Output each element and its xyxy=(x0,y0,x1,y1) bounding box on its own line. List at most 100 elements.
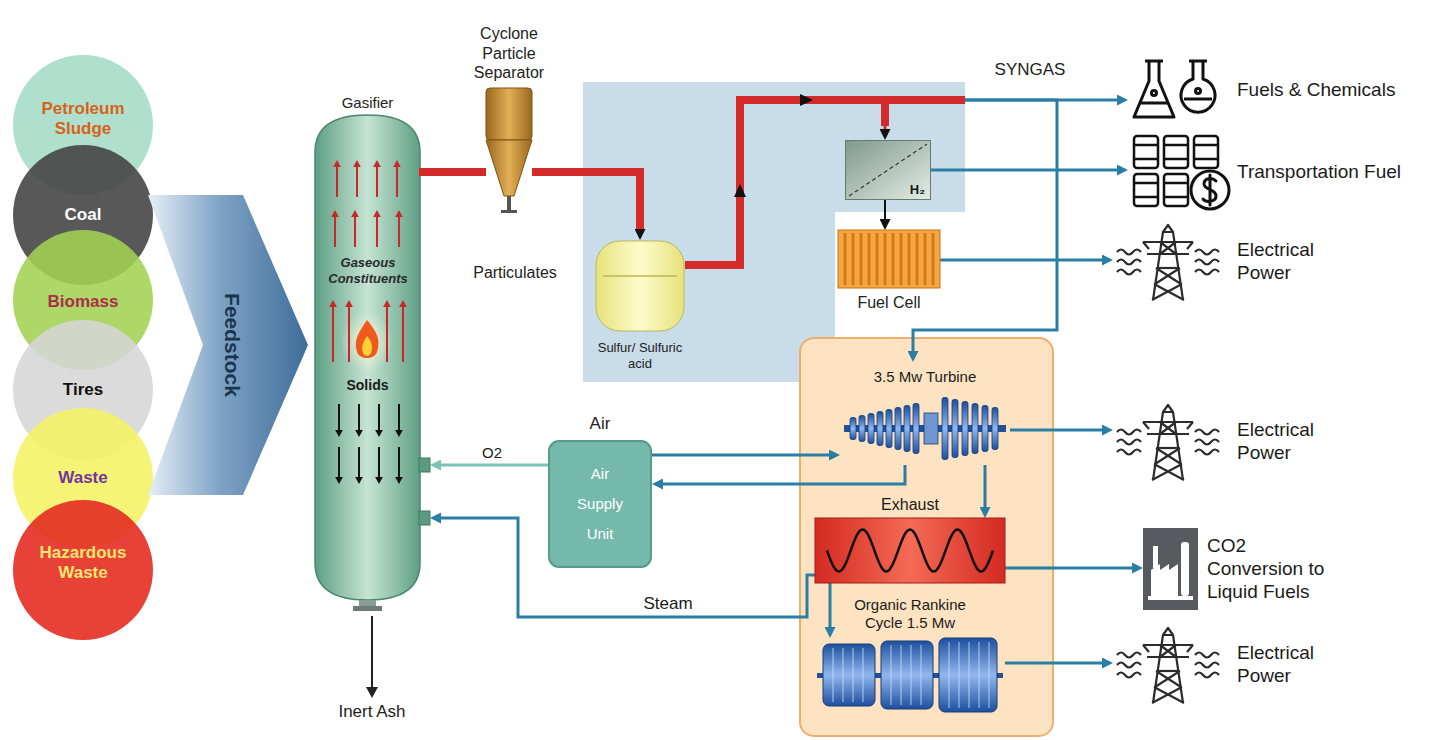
turbine-blade xyxy=(868,414,874,444)
flask-lines xyxy=(1134,61,1215,117)
feedstock-name: Coal xyxy=(23,205,143,225)
output-item: Electrical Power xyxy=(1113,625,1339,705)
turbine-blade xyxy=(859,416,865,442)
arrow-head xyxy=(395,430,403,437)
turbine-blade xyxy=(942,398,948,460)
arrow-head xyxy=(353,160,361,167)
arrow-head xyxy=(335,477,343,484)
fuel-cell-plate xyxy=(900,233,903,285)
sulfur-removal: Sulfur/ Sulfuric acid xyxy=(595,240,685,380)
tower-strut xyxy=(1157,267,1179,269)
tower-strut xyxy=(1155,448,1181,464)
tower-strut xyxy=(1143,421,1193,423)
combustor xyxy=(924,413,938,444)
fuel-barrels-icon xyxy=(1128,132,1230,212)
flow-arrow xyxy=(358,447,360,477)
flow-connector xyxy=(685,100,1057,351)
turbine-blade xyxy=(962,402,968,456)
tower-strut xyxy=(1143,644,1193,646)
orc-rib xyxy=(988,642,989,708)
power-wave xyxy=(1117,430,1141,435)
output-name: Transportation Fuel xyxy=(1237,161,1401,184)
flow-connector xyxy=(1010,429,1102,432)
arrow-head xyxy=(383,300,391,307)
arrow-head xyxy=(395,210,403,217)
air-supply-unit: AirAir Supply Unit xyxy=(548,440,652,568)
arrow-head xyxy=(373,160,381,167)
flame xyxy=(356,320,379,358)
chevron-shape xyxy=(148,195,308,495)
orc-rib xyxy=(948,642,949,708)
power-tower-icon xyxy=(1113,222,1223,302)
orc-rib xyxy=(900,645,901,705)
round-flask xyxy=(1181,61,1215,112)
output-item: Transportation Fuel xyxy=(1128,132,1404,212)
fuel-cell-plate xyxy=(876,233,879,285)
base xyxy=(1148,596,1193,600)
tower-strut xyxy=(1143,241,1193,243)
cyclone-outlet xyxy=(507,196,511,211)
fuel-cell-plate xyxy=(884,233,887,285)
chimney xyxy=(1153,546,1158,568)
arrow-head xyxy=(355,430,363,437)
orc-casing xyxy=(823,644,875,706)
feedstock-arrow: Feedstock xyxy=(148,195,308,495)
tower-lines xyxy=(1117,405,1219,480)
flow-arrow xyxy=(378,404,380,430)
arrow-head xyxy=(335,430,343,437)
feedstock-circle: Hazardous Waste xyxy=(13,500,153,640)
flow-arrow xyxy=(402,307,404,362)
chemistry-icon xyxy=(1128,55,1224,125)
orc-rib xyxy=(978,642,979,708)
gas-turbine: 3.5 Mw Turbine xyxy=(840,362,1010,465)
unit-title: Gasifier xyxy=(315,94,420,111)
cyclone-outlet xyxy=(501,210,517,213)
ash-arrow-line xyxy=(371,616,373,688)
edge-label: Steam xyxy=(640,594,695,614)
turbine-blade xyxy=(952,400,958,458)
orc-rib xyxy=(958,642,959,708)
air-unit-box xyxy=(549,441,651,567)
unit-title: 3.5 Mw Turbine xyxy=(840,368,1010,385)
tower-strut xyxy=(1155,671,1181,687)
flow-connector xyxy=(940,259,1102,262)
tower-strut xyxy=(1163,628,1173,635)
arrow-head xyxy=(329,300,337,307)
unit-title: Organic Rankine Cycle 1.5 Mw xyxy=(835,596,985,632)
annotation-label: Inert Ash xyxy=(338,702,405,722)
turbine-blade xyxy=(895,408,901,450)
icon-tile xyxy=(1143,528,1198,610)
power-wave xyxy=(1117,673,1141,678)
cyclone-shape xyxy=(486,88,532,215)
ash-arrow-head xyxy=(366,687,378,698)
tower-strut xyxy=(1152,284,1184,300)
output-name: Electrical Power xyxy=(1237,419,1337,465)
fuel-cell-plate xyxy=(924,233,927,285)
barrel xyxy=(1134,136,1158,168)
arrow-head xyxy=(393,160,401,167)
barrel-band xyxy=(1194,145,1218,159)
barrel xyxy=(1194,136,1218,168)
power-wave xyxy=(1195,440,1219,445)
orc-rib xyxy=(890,645,891,705)
flow-arrow xyxy=(338,447,340,477)
flow-arrow xyxy=(378,447,380,477)
turbine-blade xyxy=(982,406,988,452)
fuel-cell-plate xyxy=(916,233,919,285)
fuel-cell-plate xyxy=(868,233,871,285)
fuel-cell-body xyxy=(838,230,940,288)
ash-outlet xyxy=(353,606,382,611)
vessel-seam xyxy=(603,275,677,277)
power-wave xyxy=(1117,270,1141,275)
gasifier: GasifierGaseous ConstituentsSolids xyxy=(315,92,430,612)
tower-lines xyxy=(1117,225,1219,300)
orc-casing xyxy=(939,638,997,712)
power-wave xyxy=(1117,663,1141,668)
heat-exchanger-shape xyxy=(815,518,1005,583)
turbine-blade xyxy=(913,404,919,454)
tower-strut xyxy=(1157,447,1179,449)
power-wave xyxy=(1195,250,1219,255)
membrane-box xyxy=(846,141,931,200)
turbine-blade xyxy=(904,406,910,452)
